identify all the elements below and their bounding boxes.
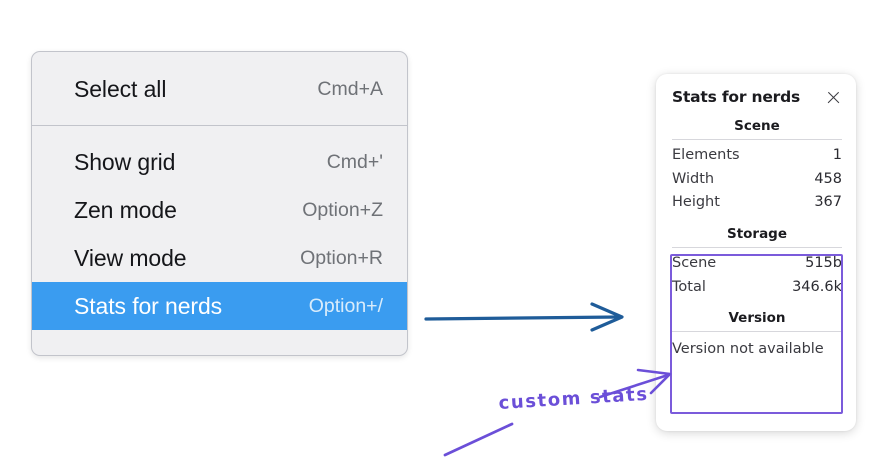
menu-item-label: Select all bbox=[74, 75, 167, 102]
stat-value: 1 bbox=[832, 147, 842, 163]
menu-item-label: Show grid bbox=[74, 148, 176, 175]
menu-bottom-padding bbox=[32, 330, 407, 355]
stat-value: 367 bbox=[814, 194, 842, 211]
annotation-label-custom-stats: custom stats bbox=[498, 383, 650, 414]
stat-label: Height bbox=[672, 194, 720, 211]
stat-row-version: Version not available bbox=[672, 341, 824, 358]
stat-row-height: Height 367 bbox=[672, 190, 842, 214]
menu-item-show-grid[interactable]: Show grid Cmd+' bbox=[32, 138, 407, 186]
stat-row-width: Width 458 bbox=[672, 167, 842, 191]
blue-arrow-menu-to-panel bbox=[424, 302, 624, 332]
divider bbox=[672, 139, 842, 140]
stat-label: Elements bbox=[672, 147, 740, 163]
menu-group-gap bbox=[32, 126, 407, 138]
menu-item-label: Zen mode bbox=[74, 196, 177, 223]
menu-item-shortcut: Option+Z bbox=[302, 198, 383, 221]
menu-item-shortcut: Cmd+' bbox=[326, 150, 383, 173]
stats-panel-title: Stats for nerds bbox=[672, 88, 801, 106]
menu-item-label: Stats for nerds bbox=[74, 292, 223, 319]
stats-panel-body: Scene Elements 1 Width 458 Height 367 St… bbox=[656, 106, 856, 361]
section-heading-version: Version bbox=[728, 310, 786, 327]
stat-value: 346.6k bbox=[792, 278, 842, 295]
stats-for-nerds-panel: Stats for nerds Scene Elements 1 Width 4… bbox=[656, 74, 856, 431]
stat-value: 515b bbox=[805, 255, 842, 272]
menu-item-label: View mode bbox=[74, 244, 187, 271]
menu-item-stats-for-nerds[interactable]: Stats for nerds Option+/ bbox=[32, 282, 407, 330]
stat-label: Width bbox=[672, 170, 715, 187]
menu-item-select-all[interactable]: Select all Cmd+A bbox=[32, 65, 407, 113]
stats-panel-header: Stats for nerds bbox=[656, 74, 856, 106]
menu-separator bbox=[32, 125, 407, 126]
stat-label: Scene bbox=[672, 255, 717, 272]
divider bbox=[672, 331, 842, 333]
menu-item-zen-mode[interactable]: Zen mode Option+Z bbox=[32, 186, 407, 234]
purple-underline-stroke bbox=[443, 422, 514, 457]
menu-item-shortcut: Cmd+A bbox=[317, 77, 383, 100]
stat-row-total-storage: Total 346.6k bbox=[672, 275, 842, 299]
stat-row-elements: Elements 1 bbox=[672, 143, 842, 167]
section-heading-scene: Scene bbox=[734, 118, 780, 134]
menu-item-view-mode[interactable]: View mode Option+R bbox=[32, 234, 407, 282]
stat-label: Total bbox=[672, 278, 706, 295]
stat-row-scene-storage: Scene 515b bbox=[672, 251, 842, 275]
section-heading-storage: Storage bbox=[726, 226, 788, 243]
close-icon[interactable] bbox=[825, 89, 842, 106]
stat-value: 458 bbox=[814, 170, 842, 187]
menu-top-padding bbox=[32, 52, 407, 65]
menu-item-shortcut: Option+/ bbox=[308, 294, 383, 317]
context-menu[interactable]: Select all Cmd+A Show grid Cmd+' Zen mod… bbox=[31, 51, 408, 356]
menu-item-shortcut: Option+R bbox=[300, 246, 383, 269]
divider bbox=[672, 247, 842, 249]
